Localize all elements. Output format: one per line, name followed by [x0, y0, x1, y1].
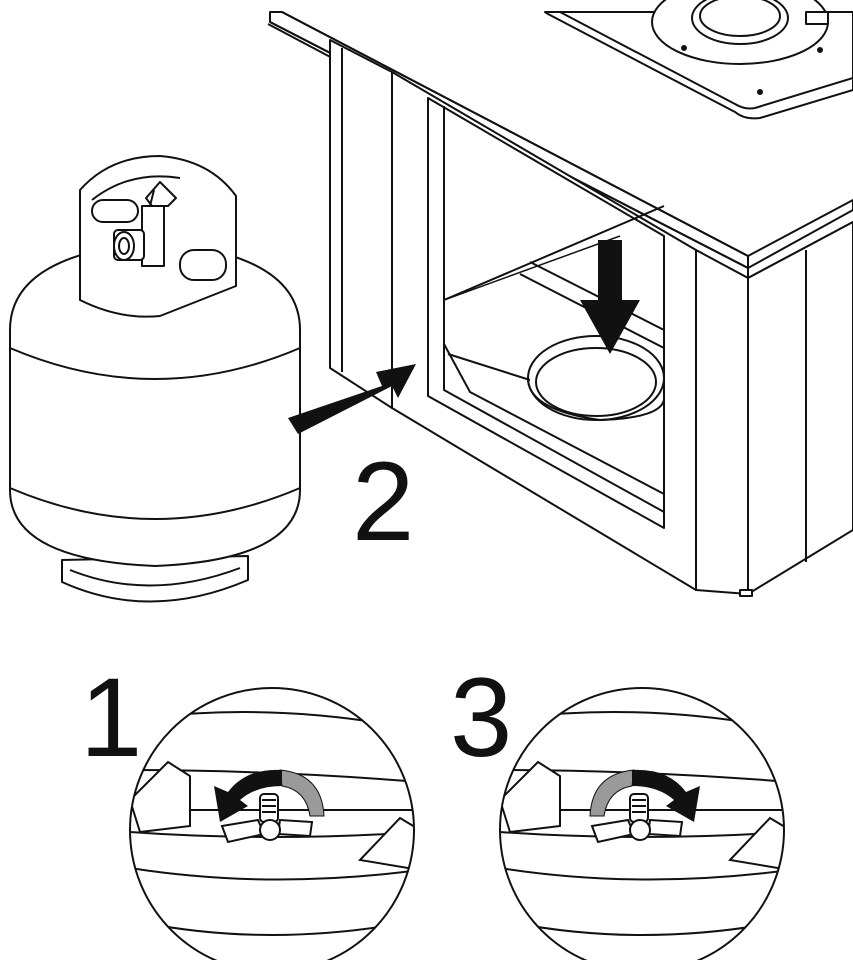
fire-table-enclosure-icon [267, 0, 853, 597]
step-3-detail-circle [499, 687, 785, 960]
rotate-clockwise-icon [589, 769, 700, 822]
step-1-number: 1 [80, 655, 142, 780]
step-2-number: 2 [352, 439, 414, 564]
step-3-number: 3 [450, 655, 512, 780]
step-1-detail-circle [129, 687, 415, 960]
insert-arrow-icon [288, 364, 416, 434]
propane-tank-icon [9, 155, 301, 603]
rotate-counterclockwise-icon [214, 769, 325, 822]
down-arrow-icon [580, 240, 640, 354]
wing-bolt-icon [590, 793, 684, 844]
wing-bolt-icon [220, 793, 314, 844]
